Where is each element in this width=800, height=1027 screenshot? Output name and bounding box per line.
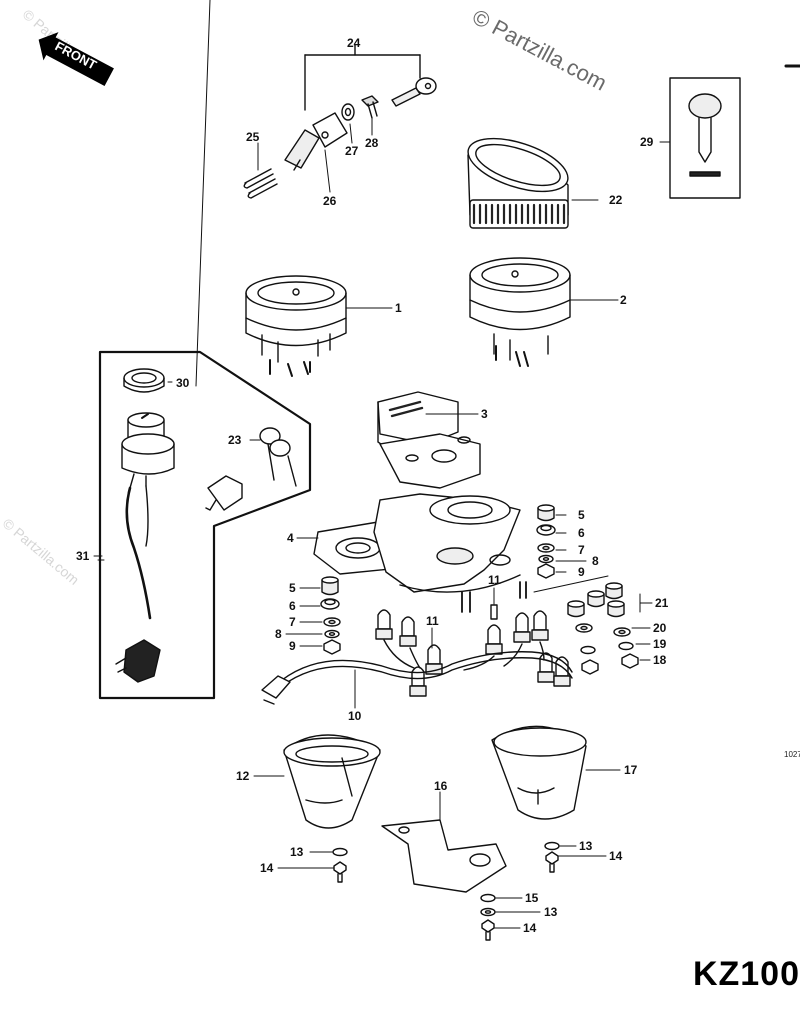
callout-26: 26: [323, 194, 337, 208]
part-24-bracket: [304, 44, 421, 111]
callout-14-right: 14: [609, 849, 623, 863]
callout-27: 27: [345, 144, 359, 158]
part-10-11-harness-and-sockets: [261, 587, 573, 709]
front-arrow-icon: [38, 32, 114, 87]
callout-13-bottom: 13: [544, 905, 558, 919]
callout-8-right: 8: [592, 554, 599, 568]
callout-11-top: 11: [488, 573, 501, 587]
callout-10: 10: [348, 709, 362, 723]
callout-13-left: 13: [290, 845, 304, 859]
callout-5-left: 5: [289, 581, 296, 595]
ignition-group-outline: [97, 350, 312, 700]
part-31-harness-connector: [93, 555, 161, 683]
callout-7-left: 7: [289, 615, 296, 629]
model-title: KZ100: [692, 955, 800, 993]
part-29-key-card: [659, 77, 741, 199]
front-arrow-badge: FRONT: [29, 22, 120, 96]
part-23-ignition-switch: [121, 412, 297, 620]
callout-11: 11: [426, 614, 439, 628]
part-27-washer: [341, 103, 355, 144]
side-code: 1027: [784, 750, 800, 759]
callout-28: 28: [365, 136, 379, 150]
callout-13-right: 13: [579, 839, 593, 853]
part-22-meter-cover: [467, 137, 599, 229]
callout-25: 25: [246, 130, 260, 144]
part-2-tachometer: [469, 257, 619, 367]
callout-18: 18: [653, 653, 667, 667]
callout-21: 21: [655, 596, 669, 610]
callout-6-left: 6: [289, 599, 296, 613]
parts-18-21-cluster: [533, 575, 653, 675]
callout-15: 15: [525, 891, 539, 905]
part-25-spring: [243, 142, 278, 199]
part-26-lock-cylinder: [284, 112, 348, 193]
callout-2: 2: [620, 293, 627, 307]
callout-19: 19: [653, 637, 667, 651]
callout-22: 22: [609, 193, 623, 207]
part-17-meter-case-right: [491, 725, 621, 820]
callout-12: 12: [236, 769, 250, 783]
part-30-nut: [123, 0, 211, 393]
callout-1: 1: [395, 301, 402, 315]
callout-14-left: 14: [260, 861, 274, 875]
part-28-pin: [361, 95, 379, 136]
callout-8-left: 8: [275, 627, 282, 641]
callout-23: 23: [228, 433, 242, 447]
callout-9-right: 9: [578, 565, 585, 579]
callout-4: 4: [287, 531, 294, 545]
callout-3: 3: [481, 407, 488, 421]
callout-16: 16: [434, 779, 448, 793]
callout-6-right: 6: [578, 526, 585, 540]
callout-29: 29: [640, 135, 654, 149]
callout-5-right: 5: [578, 508, 585, 522]
part-24-key: [391, 77, 437, 107]
part-16-mounting-bracket: [381, 791, 507, 893]
callout-20: 20: [653, 621, 667, 635]
callout-7-right: 7: [578, 543, 585, 557]
part-12-meter-case-left: [253, 734, 381, 829]
part-4-meter-bracket: [296, 493, 527, 613]
callout-30: 30: [176, 376, 190, 390]
callout-17: 17: [624, 763, 638, 777]
callout-24: 24: [347, 36, 361, 50]
callout-9-left: 9: [289, 639, 296, 653]
parts-5-9-right: [536, 504, 587, 579]
part-3-indicator-housing: [377, 391, 481, 489]
callout-14-bottom: 14: [523, 921, 537, 935]
part-1-speedometer: [245, 275, 393, 377]
parts-13-15-fasteners: [277, 841, 607, 941]
callout-31: 31: [76, 549, 90, 563]
parts-5-9-left: [285, 576, 341, 655]
